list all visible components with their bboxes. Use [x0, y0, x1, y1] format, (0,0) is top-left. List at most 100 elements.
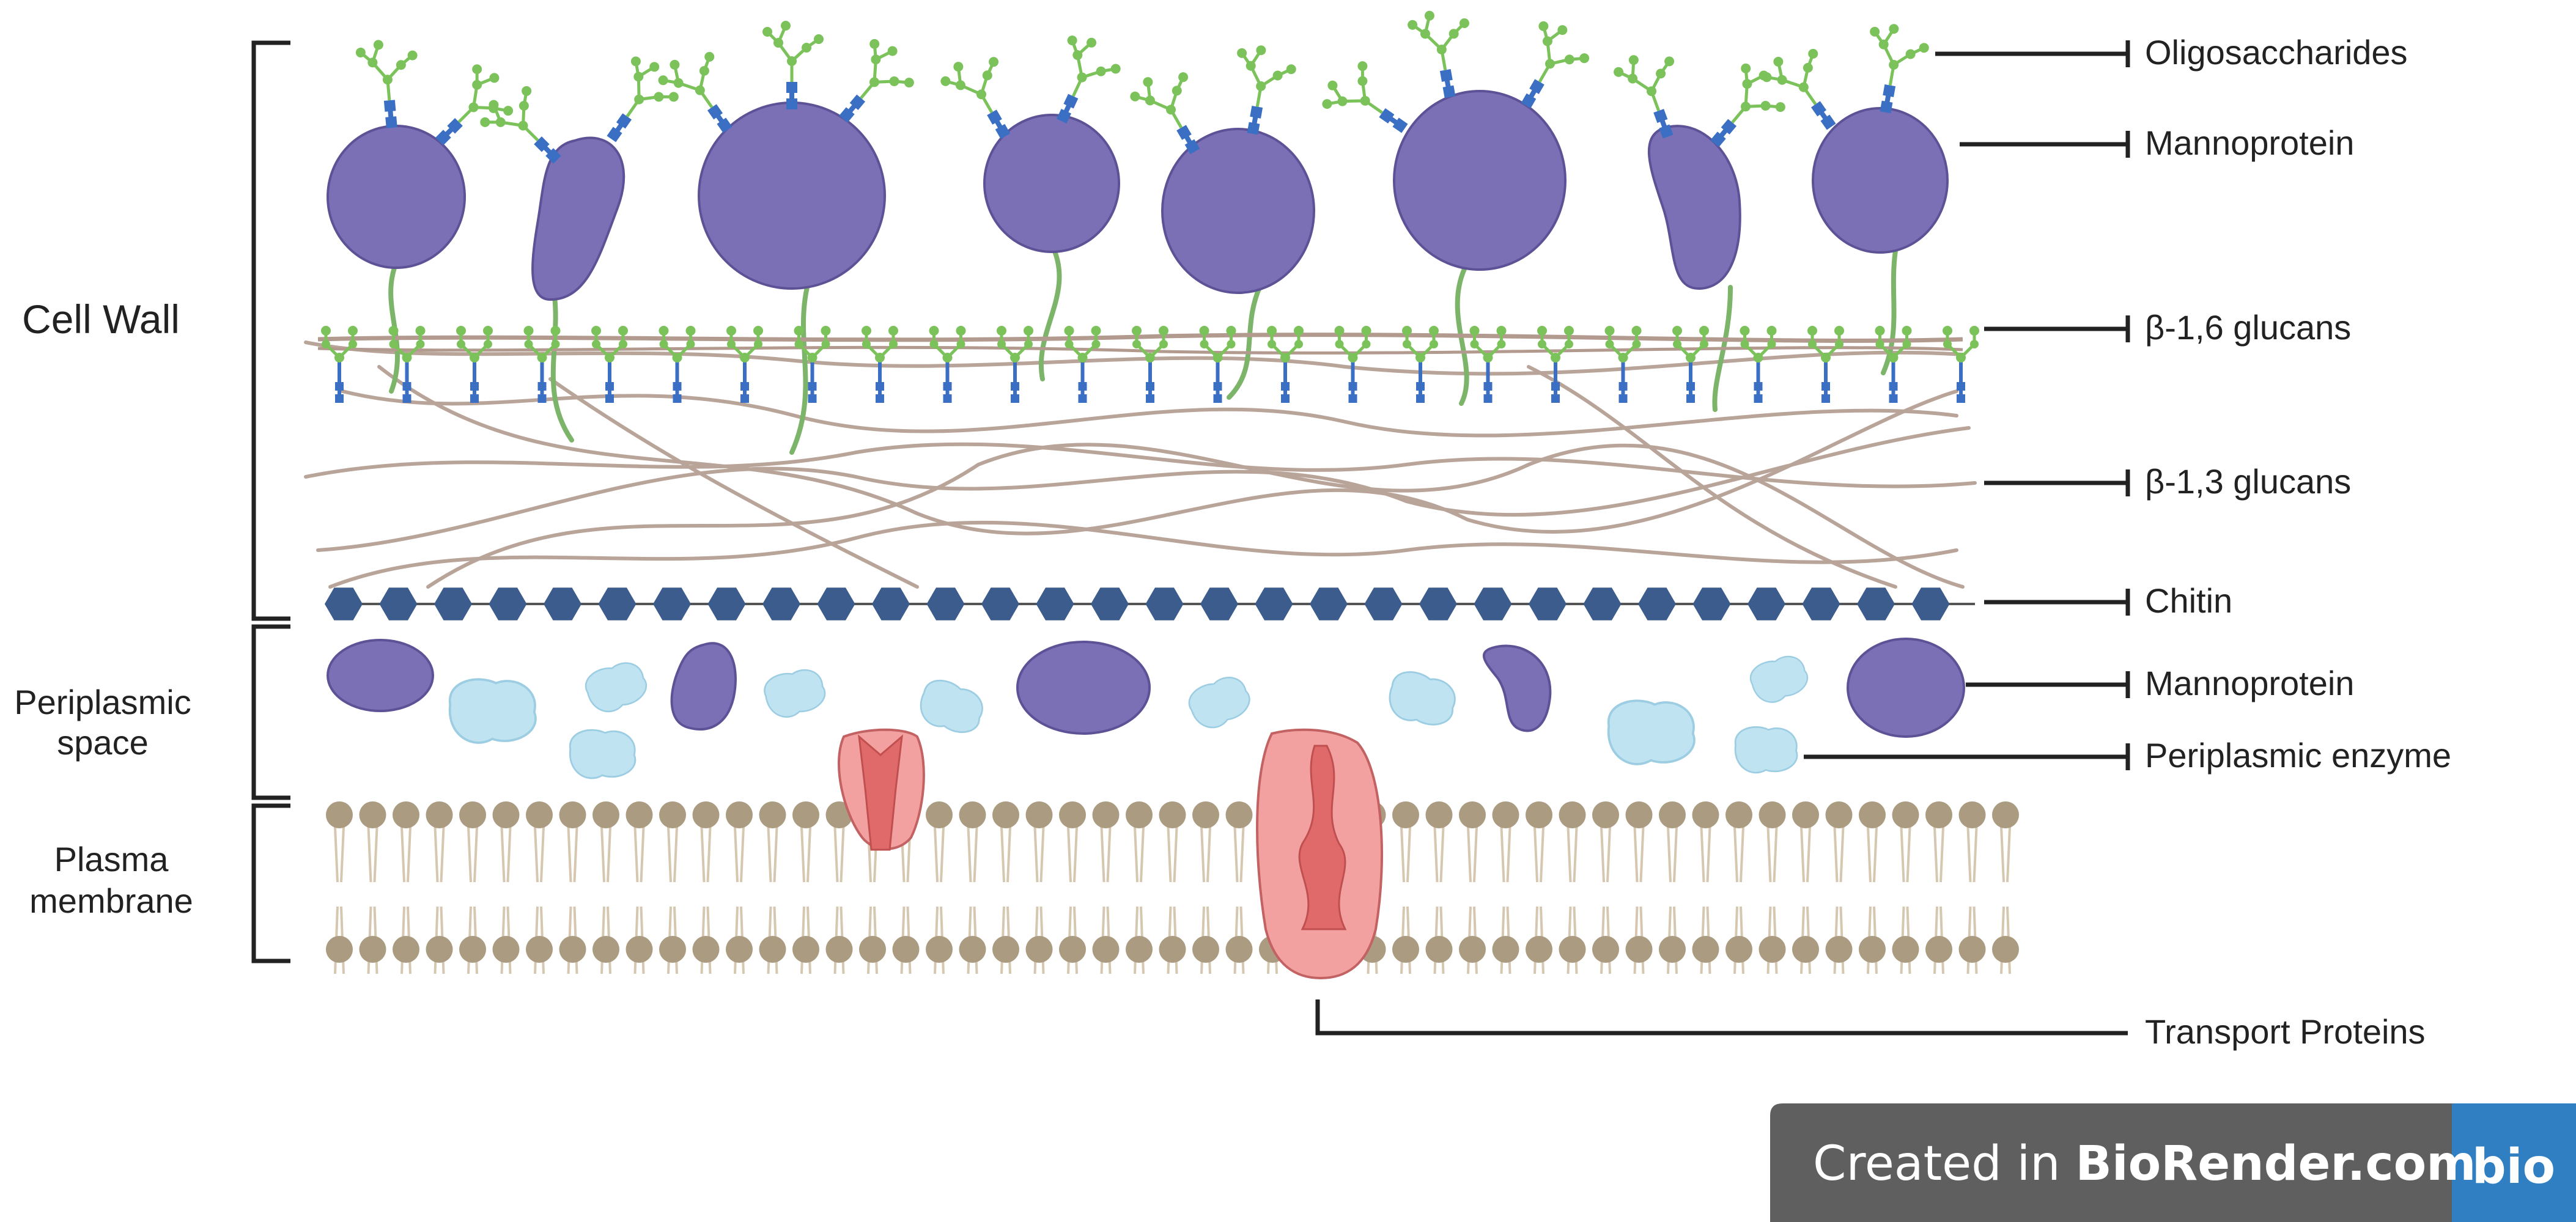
chitin-unit [379, 587, 418, 620]
plasma-membrane-label-line1: Plasma [54, 840, 169, 878]
phospholipid [1091, 800, 1121, 975]
phospholipid [1691, 800, 1721, 975]
mannoprotein-periplasm-label: Mannoprotein [2145, 664, 2354, 702]
periplasmic-space-label-line1: Periplasmic [14, 683, 191, 721]
phospholipid [1624, 800, 1654, 975]
chitin-unit [1747, 587, 1785, 620]
phospholipid [1157, 800, 1187, 975]
mannoprotein-6 [1393, 90, 1567, 271]
chitin-chain [325, 587, 1975, 620]
mannoprotein-wall-label: Mannoprotein [2145, 123, 2354, 162]
chitin-unit [1310, 587, 1348, 620]
chitin-unit [325, 587, 363, 620]
phospholipid [1924, 800, 1954, 975]
phospholipid [424, 800, 454, 975]
phospholipid [1491, 800, 1521, 975]
phospholipid [725, 800, 754, 975]
beta-1-3-glucan-fibers [304, 340, 1977, 589]
mannoprotein-7 [1648, 125, 1741, 290]
chitin-unit [1638, 587, 1676, 620]
chitin-unit [1911, 587, 1950, 620]
cell-wall-label: Cell Wall [22, 296, 180, 342]
biorender-logo: bio [2472, 1139, 2555, 1194]
transport-protein-large [1256, 728, 1383, 980]
biorender-watermark: Created in BioRender.com bio [1770, 1103, 2576, 1222]
phospholipid [591, 800, 621, 975]
transport-proteins [837, 728, 1383, 980]
phospholipid [624, 800, 654, 975]
chitin-unit [981, 587, 1019, 620]
phospholipid [958, 800, 987, 975]
phospholipid [791, 800, 821, 975]
chitin-unit [817, 587, 855, 620]
chitin-unit [762, 587, 800, 620]
chitin-unit [434, 587, 472, 620]
beta-1-6-glucans-label: β-1,6 glucans [2145, 308, 2351, 347]
chitin-label: Chitin [2145, 581, 2232, 620]
mannoprotein-4 [983, 114, 1120, 253]
glucan-branch [1402, 326, 1439, 403]
chitin-unit [872, 587, 910, 620]
phospholipid [458, 800, 487, 975]
chitin-unit [1529, 587, 1567, 620]
transport-protein-small [837, 728, 925, 851]
phospholipid [991, 800, 1020, 975]
phospholipid [1524, 800, 1554, 975]
chitin-unit [544, 587, 581, 620]
mannoprotein-1 [327, 125, 466, 269]
chitin-unit [1802, 587, 1840, 620]
chitin-unit [1200, 587, 1238, 620]
mannoprotein-3 [698, 101, 886, 290]
glucan-branch [1740, 326, 1777, 403]
phospholipid [491, 800, 521, 975]
phospholipid [525, 800, 554, 975]
mannoprotein-8 [1812, 107, 1949, 254]
phospholipid [658, 800, 687, 975]
phospholipid [1858, 800, 1887, 975]
plasma-membrane-bracket [251, 803, 290, 963]
transport-proteins-label: Transport Proteins [2145, 1012, 2426, 1051]
glucan-branch [1267, 326, 1304, 403]
chitin-unit [1036, 587, 1074, 620]
chitin-unit [1364, 587, 1403, 620]
phospholipid [391, 800, 421, 975]
region-brackets [251, 40, 290, 963]
beta-1-3-glucans-label: β-1,3 glucans [2145, 462, 2351, 501]
chitin-unit [489, 587, 527, 620]
beta-1-6-glucan-layer [317, 326, 1979, 403]
mannoprotein-stalks [388, 242, 1898, 455]
mannoprotein-5 [1161, 128, 1315, 294]
chitin-unit [1583, 587, 1622, 620]
chitin-unit [926, 587, 965, 620]
phospholipid [1824, 800, 1854, 975]
periplasmic-space-label-line2: space [57, 723, 148, 762]
phospholipid [1124, 800, 1154, 975]
phospholipid [1791, 800, 1820, 975]
phospholipid [1391, 800, 1420, 975]
chitin-unit [1419, 587, 1457, 620]
glucan-branch [1807, 326, 1844, 403]
phospholipid [325, 800, 354, 975]
phospholipid [1458, 800, 1487, 975]
periplasmic-space-bracket [251, 624, 290, 800]
plasma-membrane-label-line2: membrane [29, 882, 193, 920]
periplasmic-mannoproteins [327, 638, 1965, 738]
phospholipid [1591, 800, 1620, 975]
chitin-unit [1474, 587, 1512, 620]
phospholipid [358, 800, 388, 975]
mannoprotein-2 [531, 136, 626, 301]
watermark-text: Created in BioRender.com [1813, 1136, 2476, 1191]
phospholipid [1891, 800, 1921, 975]
chitin-unit [707, 587, 746, 620]
periplasmic-enzyme-label: Periplasmic enzyme [2145, 736, 2451, 775]
chitin-unit [598, 587, 637, 620]
chitin-unit [653, 587, 691, 620]
phospholipid [1658, 800, 1687, 975]
label-leaders [1315, 40, 2130, 1036]
phospholipid [758, 800, 788, 975]
phospholipid [1724, 800, 1754, 975]
phospholipid [558, 800, 588, 975]
phospholipid [1191, 800, 1220, 975]
phospholipid [1058, 800, 1087, 975]
